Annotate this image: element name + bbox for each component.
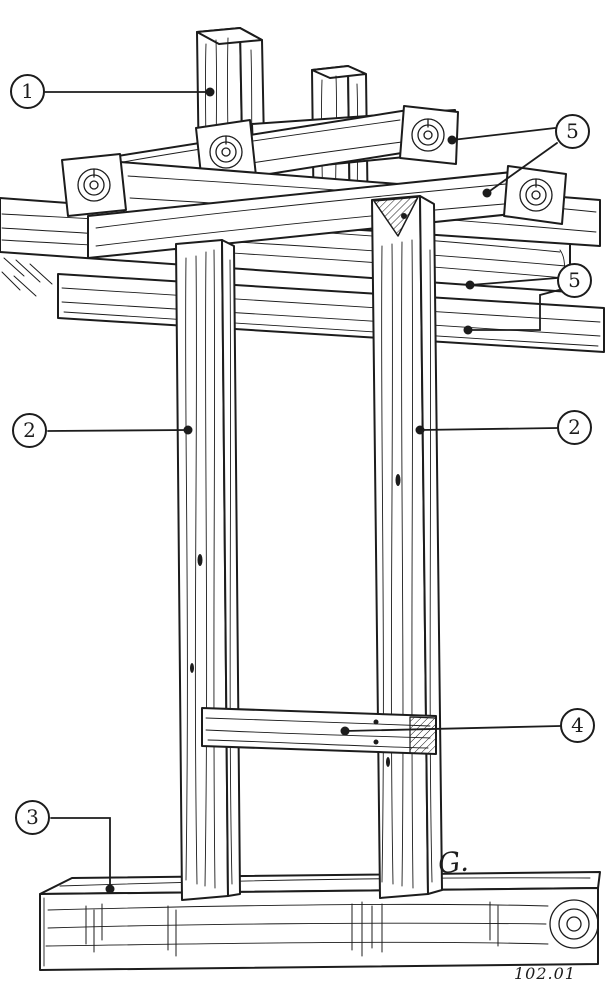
leader-line-4 bbox=[344, 725, 561, 732]
leader-dot bbox=[415, 425, 425, 435]
leader-line-5b bbox=[486, 142, 558, 194]
leader-lines bbox=[44, 91, 561, 889]
leader-dots bbox=[105, 87, 492, 894]
callout-badge-3: 3 bbox=[15, 800, 50, 835]
callout-label-1: 1 bbox=[21, 78, 34, 103]
leader-dot bbox=[183, 425, 193, 435]
top-beam-c-end-grain bbox=[61, 153, 127, 217]
brace-wedge-hatch bbox=[409, 716, 437, 755]
callout-badge-4: 4 bbox=[560, 708, 595, 743]
callout-label-5a: 5 bbox=[566, 118, 579, 143]
leader-line-5d bbox=[467, 289, 560, 331]
right-post bbox=[371, 195, 443, 899]
leader-dot bbox=[340, 726, 350, 736]
base-beam bbox=[39, 871, 601, 971]
callout-badge-5a: 5 bbox=[555, 114, 590, 149]
drawing-number: 102.01 bbox=[514, 964, 576, 983]
top-beam-d-end-grain bbox=[503, 165, 567, 225]
callout-badge-5b: 5 bbox=[557, 263, 592, 298]
callout-label-2l: 2 bbox=[23, 417, 36, 442]
callout-label-3: 3 bbox=[26, 804, 39, 829]
leader-line-2l bbox=[47, 429, 189, 432]
leader-line-5c bbox=[469, 277, 558, 286]
callout-label-2r: 2 bbox=[568, 414, 581, 439]
leader-line-5a bbox=[451, 127, 556, 141]
leader-dot bbox=[205, 87, 215, 97]
callout-label-4: 4 bbox=[571, 712, 584, 737]
leader-dot bbox=[463, 325, 473, 335]
leader-line-3 bbox=[50, 817, 111, 889]
callout-label-5b: 5 bbox=[568, 267, 581, 292]
callout-badge-1: 1 bbox=[10, 74, 45, 109]
top-beam-b-end-grain bbox=[399, 105, 459, 165]
cross-brace bbox=[201, 707, 437, 755]
callout-badge-2r: 2 bbox=[557, 410, 592, 445]
base-beam-end-grain bbox=[549, 899, 599, 949]
peg-dot bbox=[401, 213, 407, 219]
leader-dot bbox=[482, 188, 492, 198]
shadow-hatching bbox=[1, 257, 53, 297]
left-post bbox=[175, 239, 241, 901]
leader-dot bbox=[465, 280, 475, 290]
callout-badge-2l: 2 bbox=[12, 413, 47, 448]
artist-signature: G. bbox=[436, 844, 470, 881]
peg-dot bbox=[373, 739, 379, 745]
leader-dot bbox=[105, 884, 115, 894]
leader-dot bbox=[447, 135, 457, 145]
peg-dot bbox=[373, 719, 379, 725]
leader-line-2r bbox=[419, 427, 558, 431]
